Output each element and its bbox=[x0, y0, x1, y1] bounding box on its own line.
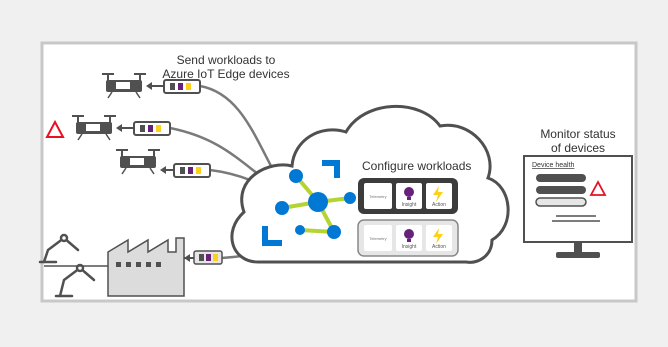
module-package-icon bbox=[173, 163, 211, 178]
module-telemetry-label: Telemetry bbox=[369, 194, 386, 199]
workload-group-secondary: Telemetry Insight Action bbox=[357, 219, 459, 257]
lightbulb-icon bbox=[404, 187, 414, 200]
drone-icon bbox=[116, 149, 160, 175]
arrow-icon bbox=[184, 254, 194, 262]
health-bar bbox=[535, 197, 587, 207]
module-telemetry-box bbox=[364, 225, 392, 251]
arrow-icon bbox=[146, 82, 164, 90]
health-bar bbox=[536, 174, 586, 182]
module-insight-label: Insight bbox=[402, 244, 417, 250]
robot-arm-icon bbox=[38, 233, 80, 264]
module-telemetry-box bbox=[364, 183, 392, 209]
drone-icon bbox=[102, 73, 146, 99]
monitor-caption-line2: of devices bbox=[551, 141, 605, 155]
module-insight-label: Insight bbox=[402, 202, 417, 208]
arrow-icon bbox=[160, 166, 174, 174]
lightning-icon bbox=[433, 186, 443, 202]
configure-workloads-label: Configure workloads bbox=[362, 159, 471, 173]
robot-arm-icon bbox=[54, 263, 96, 298]
arrow-icon bbox=[116, 124, 134, 132]
health-bar bbox=[536, 186, 586, 194]
module-package-icon bbox=[163, 79, 201, 94]
network-graph-icon bbox=[262, 160, 356, 246]
lightning-icon bbox=[433, 228, 443, 244]
send-workloads-caption-line2: Azure IoT Edge devices bbox=[162, 67, 289, 81]
send-workloads-caption-line1: Send workloads to bbox=[177, 53, 276, 67]
workload-group-primary: Telemetry Insight Action bbox=[358, 178, 458, 214]
module-action-label: Action bbox=[432, 202, 446, 208]
monitor-stand bbox=[574, 242, 582, 252]
module-package-icon bbox=[193, 250, 223, 265]
factory-icon bbox=[107, 237, 185, 297]
warning-triangle-icon bbox=[45, 119, 65, 138]
lightbulb-icon bbox=[404, 229, 414, 242]
monitor-icon: Device health bbox=[523, 155, 633, 258]
device-health-label: Device health bbox=[532, 162, 575, 169]
monitor-base bbox=[556, 252, 600, 258]
warning-triangle-icon bbox=[589, 180, 607, 196]
monitor-caption-line1: Monitor status bbox=[540, 127, 615, 141]
module-action-label: Action bbox=[432, 244, 446, 250]
module-telemetry-label: Telemetry bbox=[369, 236, 386, 241]
drone-icon bbox=[72, 115, 116, 141]
module-package-icon bbox=[133, 121, 171, 136]
